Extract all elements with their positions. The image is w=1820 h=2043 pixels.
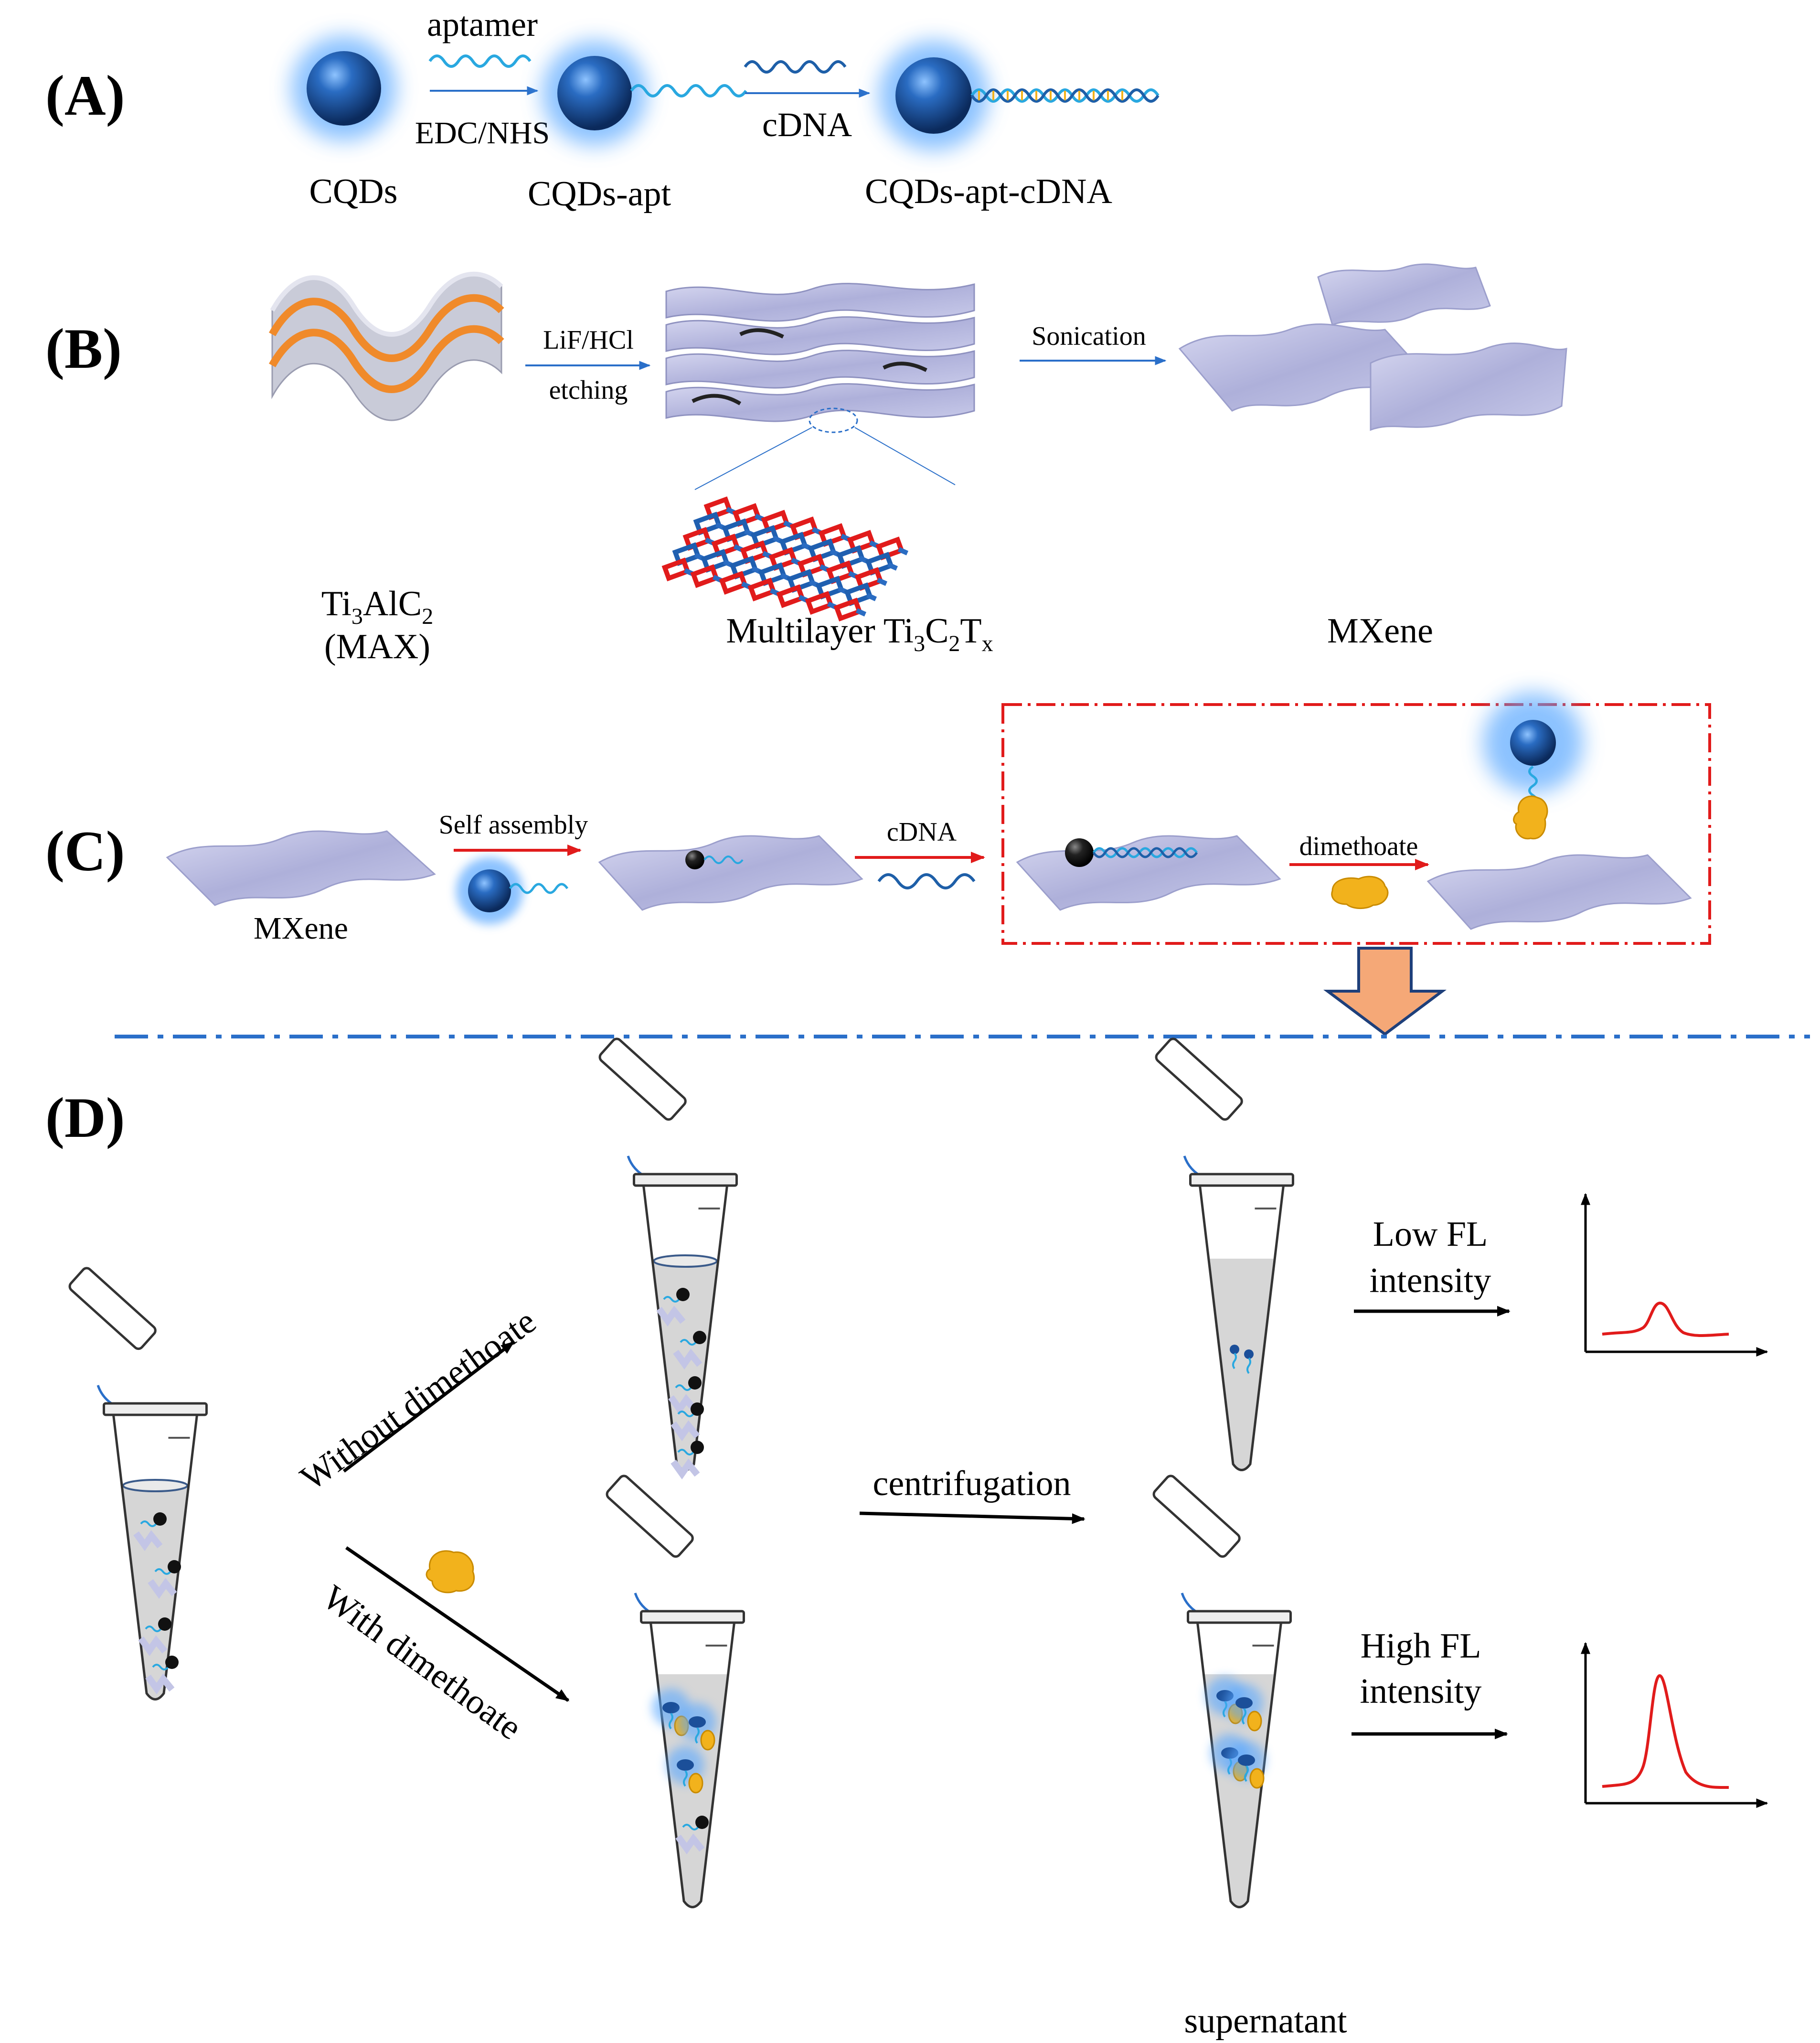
tube-with [606,1475,745,1908]
max-formula: Ti3AlC2 [321,584,434,629]
high-fl-spectrum [1581,1642,1768,1808]
low-fl-label: Low FL [1373,1215,1488,1254]
cqds-apt-cdna-label: CQDs-apt-cDNA [865,172,1112,211]
zoom-line-right [854,427,956,485]
max-phase-block [269,271,504,421]
dimethoate-icon-d [426,1550,475,1594]
panel-label-d: (D) [45,1086,125,1149]
cdna-label-c: cDNA [887,817,957,847]
sonication-label: Sonication [1032,321,1146,351]
mxene-label-b: MXene [1327,611,1433,651]
released-cqd [1483,693,1583,840]
edc-nhs-label: EDC/NHS [415,116,550,150]
cqds-label: CQDs [309,172,397,211]
multilayer-stack [665,283,975,422]
panel-label-b: (B) [45,317,122,380]
etching-label: etching [549,375,628,405]
zoom-line-left [694,427,812,490]
cqds-apt-label: CQDs-apt [528,174,671,214]
dimethoate-label-c: dimethoate [1299,832,1418,861]
cqd-sphere-3 [879,41,989,150]
zoom-circle [809,407,858,433]
low-fl-spectrum [1581,1193,1768,1357]
multilayer-label: Multilayer Ti3C2Tx [726,611,993,656]
cqd-sphere-1 [291,36,396,141]
mxene-sheet-c1 [166,830,436,906]
high-intensity-label: intensity [1360,1672,1482,1711]
centrifugation-label: centrifugation [873,1464,1071,1503]
high-fl-label: High FL [1361,1626,1481,1666]
panel-label-a: (A) [45,64,125,127]
aptamer-strand-icon [428,54,532,68]
double-helix [970,88,1160,103]
arrow-with [345,1546,570,1702]
cqd-sphere-2 [542,41,647,146]
without-dimethoate-label: Without dimethoate [293,1302,543,1498]
mxene-sheet-c2 [598,835,863,911]
dimethoate-icon-c [1331,876,1389,909]
arrow-without [342,1341,515,1473]
cdna-strand-c [877,873,976,889]
self-assembly-label: Self assembly [439,810,588,840]
quenched-cqd-c3 [1065,838,1094,867]
red-dashed-box [1001,703,1711,945]
supernatant-label: supernatant [1184,2001,1347,2041]
mxene-flakes [1178,263,1567,431]
aptamer-on-cqd [630,84,747,97]
lattice-structure [661,496,909,621]
tube-initial [68,1267,208,1701]
tube-without [598,1038,738,1480]
cqd-apt-probe-icon [456,857,569,924]
mxene-sheet-c3 [1016,835,1281,911]
cdna-strand-icon [744,60,847,74]
down-arrow [1323,947,1447,1036]
tube-high-fl [1152,1475,1292,1908]
quenched-cqd-c2 [685,850,704,869]
max-note: (MAX) [324,627,430,666]
helix-on-sheet-c3 [1092,847,1198,858]
low-intensity-label: intensity [1370,1261,1491,1300]
arrow-centrifugation [859,1511,1086,1524]
tube-low-fl [1155,1038,1294,1471]
panel-label-c: (C) [45,819,125,883]
lif-hcl-label: LiF/HCl [543,325,634,355]
apt-on-sheet-c2 [703,856,744,864]
with-dimethoate-label: With dimethoate [316,1578,529,1748]
mxene-label-c: MXene [254,911,348,946]
mxene-sheet-c4 [1426,854,1692,930]
cdna-label-a: cDNA [762,106,852,144]
aptamer-label: aptamer [427,5,538,43]
